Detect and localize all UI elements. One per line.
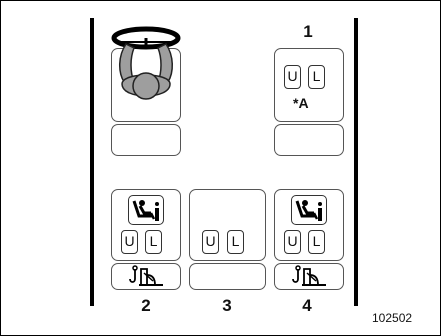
seat-4-upper-anchor-label: U: [284, 230, 301, 254]
seat-1-lower-anchor-label: L: [308, 65, 325, 89]
seat-4-lower-anchor-label: L: [308, 230, 325, 254]
figure-code: 102502: [372, 311, 413, 325]
seat-1-cushion: U L *A: [274, 48, 344, 122]
seat-2-upper-anchor-label: U: [121, 230, 138, 254]
seat-1-note: *A: [293, 95, 309, 111]
left-side-rail: [90, 18, 94, 306]
isofix-child-seat-icon: [291, 195, 327, 225]
driver-seat-back: [111, 124, 181, 156]
seat-2-lower-anchor-label: L: [145, 230, 162, 254]
isofix-child-seat-icon: [128, 195, 164, 225]
seat-1-upper-anchor-label: U: [284, 65, 301, 89]
right-side-rail: [354, 18, 358, 306]
driver-with-steering-wheel-icon: [111, 26, 181, 100]
seat-4-cushion: U L: [274, 189, 344, 261]
seat-number-3: 3: [222, 296, 232, 315]
seat-3-lower-anchor-label: L: [227, 230, 244, 254]
seat-3-cushion: U L: [189, 189, 266, 261]
seat-number-4: 4: [302, 296, 312, 315]
seat-1-back: [274, 124, 344, 156]
seat-4-back: [274, 263, 344, 290]
top-tether-anchor-icon: [292, 265, 326, 286]
top-tether-anchor-icon: [129, 265, 163, 286]
seat-number-1: 1: [303, 22, 313, 41]
seat-3-back: [189, 263, 266, 290]
seat-2-cushion: U L: [111, 189, 181, 261]
seat-3-upper-anchor-label: U: [202, 230, 219, 254]
seat-number-2: 2: [141, 296, 151, 315]
seat-2-back: [111, 263, 181, 290]
